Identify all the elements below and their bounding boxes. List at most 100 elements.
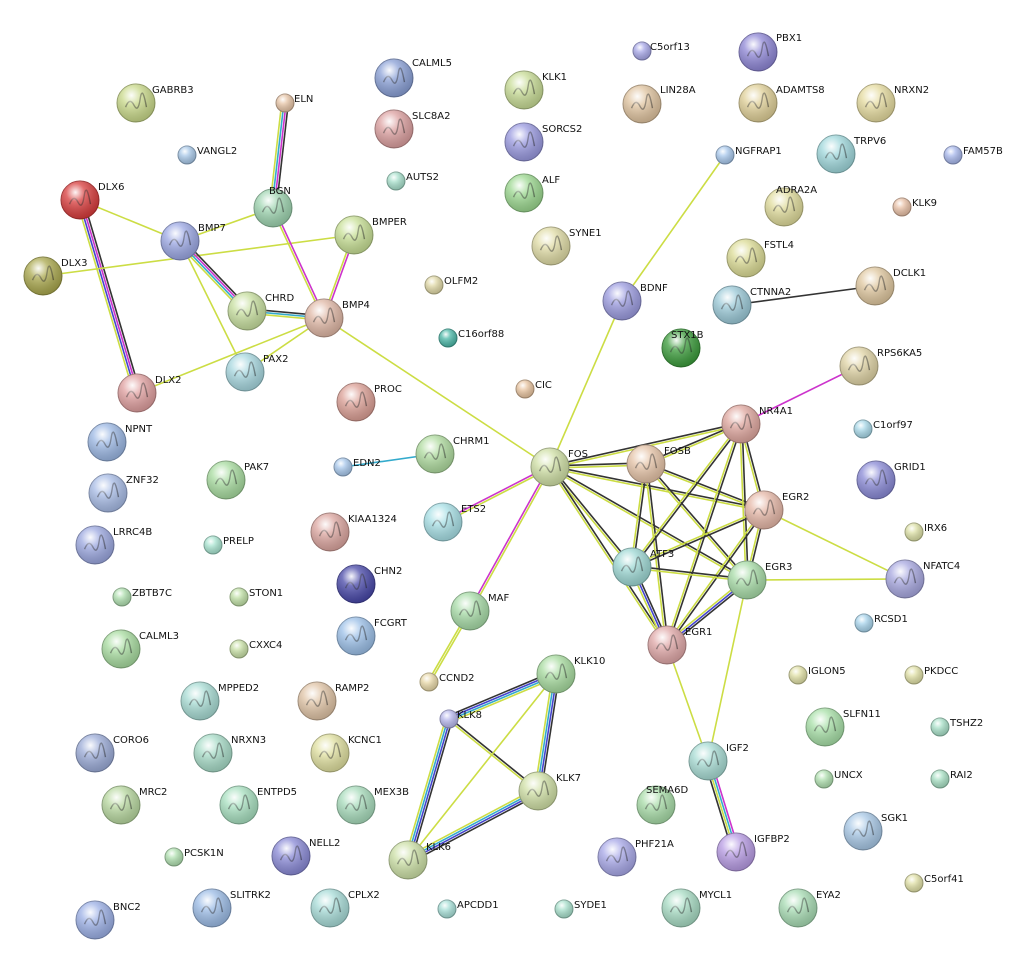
- node-chn2[interactable]: CHN2: [336, 564, 402, 604]
- node-uncx[interactable]: UNCX: [814, 769, 863, 789]
- node-c5orf41[interactable]: C5orf41: [904, 873, 964, 893]
- node-rps6ka5[interactable]: RPS6KA5: [839, 346, 922, 386]
- node-lrrc4b[interactable]: LRRC4B: [75, 525, 152, 565]
- node-c16orf88[interactable]: C16orf88: [438, 328, 504, 348]
- node-klk7[interactable]: KLK7: [518, 771, 581, 811]
- node-bmper[interactable]: BMPER: [334, 215, 407, 255]
- node-klk9[interactable]: KLK9: [892, 197, 937, 217]
- node-proc[interactable]: PROC: [336, 382, 402, 422]
- node-egr2[interactable]: EGR2: [744, 490, 809, 530]
- node-pak7[interactable]: PAK7: [206, 460, 269, 500]
- node-slitrk2[interactable]: SLITRK2: [192, 888, 271, 928]
- node-zbtb7c[interactable]: ZBTB7C: [112, 587, 172, 607]
- node-atf3[interactable]: ATF3: [612, 547, 674, 587]
- node-irx6[interactable]: IRX6: [904, 522, 947, 542]
- node-mex3b[interactable]: MEX3B: [336, 785, 409, 825]
- node-kiaa1324[interactable]: KIAA1324: [310, 512, 397, 552]
- node-rcsd1[interactable]: RCSD1: [854, 613, 908, 633]
- node-bdnf[interactable]: BDNF: [602, 281, 668, 321]
- node-vangl2[interactable]: VANGL2: [177, 145, 237, 165]
- node-klk8[interactable]: KLK8: [439, 709, 482, 729]
- node-olfm2[interactable]: OLFM2: [424, 275, 478, 295]
- node-dlx3[interactable]: DLX3: [23, 256, 87, 296]
- node-slc8a2[interactable]: SLC8A2: [374, 109, 450, 149]
- node-egr3[interactable]: EGR3: [727, 560, 792, 600]
- node-lin28a[interactable]: LIN28A: [622, 84, 696, 124]
- node-cxxc4[interactable]: CXXC4: [229, 639, 282, 659]
- node-sgk1[interactable]: SGK1: [843, 811, 908, 851]
- node-ngfrap1[interactable]: NGFRAP1: [715, 145, 782, 165]
- node-adra2a[interactable]: ADRA2A: [764, 185, 817, 227]
- node-syde1[interactable]: SYDE1: [554, 899, 607, 919]
- node-dclk1[interactable]: DCLK1: [855, 266, 926, 306]
- node-grid1[interactable]: GRID1: [856, 460, 926, 500]
- node-pbx1[interactable]: PBX1: [738, 32, 802, 72]
- node-cic[interactable]: CIC: [515, 379, 552, 399]
- node-bgn[interactable]: BGN: [253, 186, 293, 228]
- node-sorcs2[interactable]: SORCS2: [504, 122, 582, 162]
- node-maf[interactable]: MAF: [450, 591, 509, 631]
- node-slfn11[interactable]: SLFN11: [805, 707, 881, 747]
- node-znf32[interactable]: ZNF32: [88, 473, 159, 513]
- node-fam57b[interactable]: FAM57B: [943, 145, 1003, 165]
- node-nfatc4[interactable]: NFATC4: [885, 559, 960, 599]
- node-chrd[interactable]: CHRD: [227, 291, 294, 331]
- node-bmp4[interactable]: BMP4: [304, 298, 370, 338]
- node-prelp[interactable]: PRELP: [203, 535, 254, 555]
- node-phf21a[interactable]: PHF21A: [597, 837, 674, 877]
- node-pcsk1n[interactable]: PCSK1N: [164, 847, 224, 867]
- node-mpped2[interactable]: MPPED2: [180, 681, 259, 721]
- node-bmp7[interactable]: BMP7: [160, 221, 226, 261]
- node-calml5[interactable]: CALML5: [374, 58, 452, 98]
- node-fcgrt[interactable]: FCGRT: [336, 616, 408, 656]
- node-kcnc1[interactable]: KCNC1: [310, 733, 382, 773]
- node-nrxn2[interactable]: NRXN2: [856, 83, 929, 123]
- node-c5orf13[interactable]: C5orf13: [632, 41, 690, 61]
- node-eya2[interactable]: EYA2: [778, 888, 841, 928]
- node-syne1[interactable]: SYNE1: [531, 226, 602, 266]
- node-auts2[interactable]: AUTS2: [386, 171, 439, 191]
- node-sema6d[interactable]: SEMA6D: [636, 785, 688, 825]
- node-klk1[interactable]: KLK1: [504, 70, 567, 110]
- node-fos[interactable]: FOS: [530, 447, 588, 487]
- node-chrm1[interactable]: CHRM1: [415, 434, 489, 474]
- node-nr4a1[interactable]: NR4A1: [721, 404, 793, 444]
- node-alf[interactable]: ALF: [504, 173, 560, 213]
- node-klk10[interactable]: KLK10: [536, 654, 605, 694]
- node-nrxn3[interactable]: NRXN3: [193, 733, 266, 773]
- node-edn2[interactable]: EDN2: [333, 457, 381, 477]
- node-c1orf97[interactable]: C1orf97: [853, 419, 913, 439]
- node-cplx2[interactable]: CPLX2: [310, 888, 380, 928]
- node-iglon5[interactable]: IGLON5: [788, 665, 846, 685]
- node-stx1b[interactable]: STX1B: [661, 328, 704, 368]
- node-tshz2[interactable]: TSHZ2: [930, 717, 983, 737]
- node-nell2[interactable]: NELL2: [271, 836, 340, 876]
- node-igfbp2[interactable]: IGFBP2: [716, 832, 790, 872]
- node-entpd5[interactable]: ENTPD5: [219, 785, 297, 825]
- node-coro6[interactable]: CORO6: [75, 733, 149, 773]
- node-ctnna2[interactable]: CTNNA2: [712, 285, 791, 325]
- node-apcdd1[interactable]: APCDD1: [437, 899, 499, 919]
- node-rai2[interactable]: RAI2: [930, 769, 973, 789]
- node-eln[interactable]: ELN: [275, 93, 313, 113]
- node-ccnd2[interactable]: CCND2: [419, 672, 475, 692]
- node-bnc2[interactable]: BNC2: [75, 900, 141, 940]
- node-ramp2[interactable]: RAMP2: [297, 681, 369, 721]
- node-pax2[interactable]: PAX2: [225, 352, 288, 392]
- node-dlx2[interactable]: DLX2: [117, 373, 181, 413]
- node-trpv6[interactable]: TRPV6: [816, 134, 886, 174]
- node-calml3[interactable]: CALML3: [101, 629, 179, 669]
- node-mycl1[interactable]: MYCL1: [661, 888, 732, 928]
- node-npnt[interactable]: NPNT: [87, 422, 153, 462]
- node-pkdcc[interactable]: PKDCC: [904, 665, 958, 685]
- node-fosb[interactable]: FOSB: [626, 444, 691, 484]
- node-adamts8[interactable]: ADAMTS8: [738, 83, 825, 123]
- node-ston1[interactable]: STON1: [229, 587, 283, 607]
- node-mrc2[interactable]: MRC2: [101, 785, 167, 825]
- node-igf2[interactable]: IGF2: [688, 741, 749, 781]
- node-egr1[interactable]: EGR1: [647, 625, 712, 665]
- node-fstl4[interactable]: FSTL4: [726, 238, 794, 278]
- node-dlx6[interactable]: DLX6: [60, 180, 124, 220]
- node-ets2[interactable]: ETS2: [423, 502, 486, 542]
- node-gabrb3[interactable]: GABRB3: [116, 83, 194, 123]
